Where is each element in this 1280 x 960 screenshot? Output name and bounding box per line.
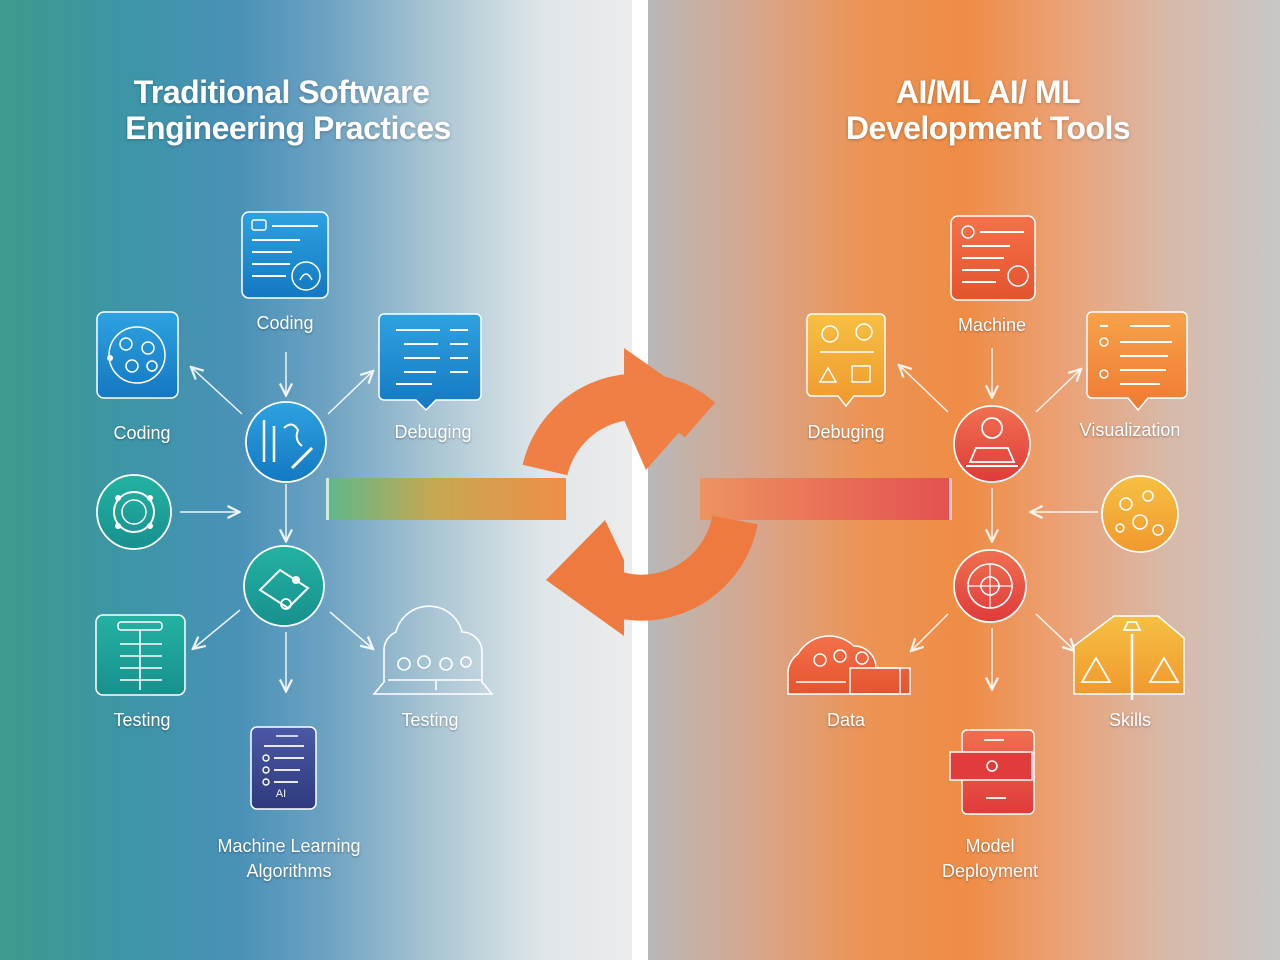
right-title: AI/ML AI/ ML Development Tools bbox=[706, 74, 1270, 146]
left-connectors bbox=[180, 352, 372, 690]
label-visualization: Visualization bbox=[1079, 420, 1181, 440]
checklist-tile-icon bbox=[95, 614, 186, 696]
molecules-icon bbox=[1101, 475, 1179, 553]
skills-warning-icon bbox=[1073, 615, 1185, 700]
algorithm-document-icon bbox=[250, 726, 317, 810]
right-connectors bbox=[900, 348, 1098, 688]
ml-hub-icon bbox=[243, 545, 325, 627]
flask-icon bbox=[953, 405, 1031, 483]
visualization-chat-icon bbox=[1086, 311, 1188, 412]
algorithm-doc-text: AI bbox=[275, 788, 287, 800]
cloud-testing-icon bbox=[372, 605, 494, 695]
tools-icon bbox=[245, 401, 327, 483]
label-testing-right: Testing bbox=[401, 710, 459, 730]
label-model-deployment: Model Deployment bbox=[942, 834, 1038, 884]
label-debugging-right: Debuging bbox=[807, 422, 885, 442]
globe-network-icon bbox=[953, 549, 1027, 623]
label-testing-left: Testing bbox=[113, 710, 171, 730]
code-document-icon bbox=[241, 211, 329, 299]
label-data: Data bbox=[826, 710, 866, 730]
left-title-line2: Engineering Practices bbox=[125, 110, 451, 146]
debug-chat-icon bbox=[378, 313, 482, 412]
label-coding-left: Coding bbox=[113, 423, 171, 443]
panel-divider bbox=[632, 0, 648, 960]
debug-analytics-icon bbox=[806, 313, 886, 408]
label-ml-algorithms: Machine Learning Algorithms bbox=[217, 834, 360, 884]
cycle-arrows-icon bbox=[522, 348, 758, 636]
left-title-line1: Traditional Software bbox=[133, 74, 430, 110]
network-ring-icon bbox=[96, 474, 172, 550]
machine-document-icon bbox=[950, 215, 1036, 301]
label-skills: Skills bbox=[1108, 710, 1152, 730]
label-ml-line2: Algorithms bbox=[246, 861, 332, 881]
right-title-line2: Development Tools bbox=[845, 110, 1131, 146]
label-ml-line1: Machine Learning bbox=[217, 836, 361, 856]
data-cloud-icon bbox=[787, 635, 911, 695]
bridge-right-bar bbox=[700, 478, 952, 520]
gears-tile-icon bbox=[96, 311, 179, 399]
label-model-line2: Deployment bbox=[941, 861, 1039, 881]
model-deployment-icon bbox=[949, 729, 1035, 815]
label-model-line1: Model bbox=[965, 836, 1015, 856]
label-machine: Machine bbox=[957, 315, 1027, 335]
bridge-left-bar bbox=[326, 478, 566, 520]
right-title-line1: AI/ML AI/ ML bbox=[895, 74, 1081, 110]
label-debugging-left: Debuging bbox=[394, 422, 472, 442]
label-coding-top: Coding bbox=[256, 313, 314, 333]
left-title: Traditional Software Engineering Practic… bbox=[0, 74, 576, 146]
